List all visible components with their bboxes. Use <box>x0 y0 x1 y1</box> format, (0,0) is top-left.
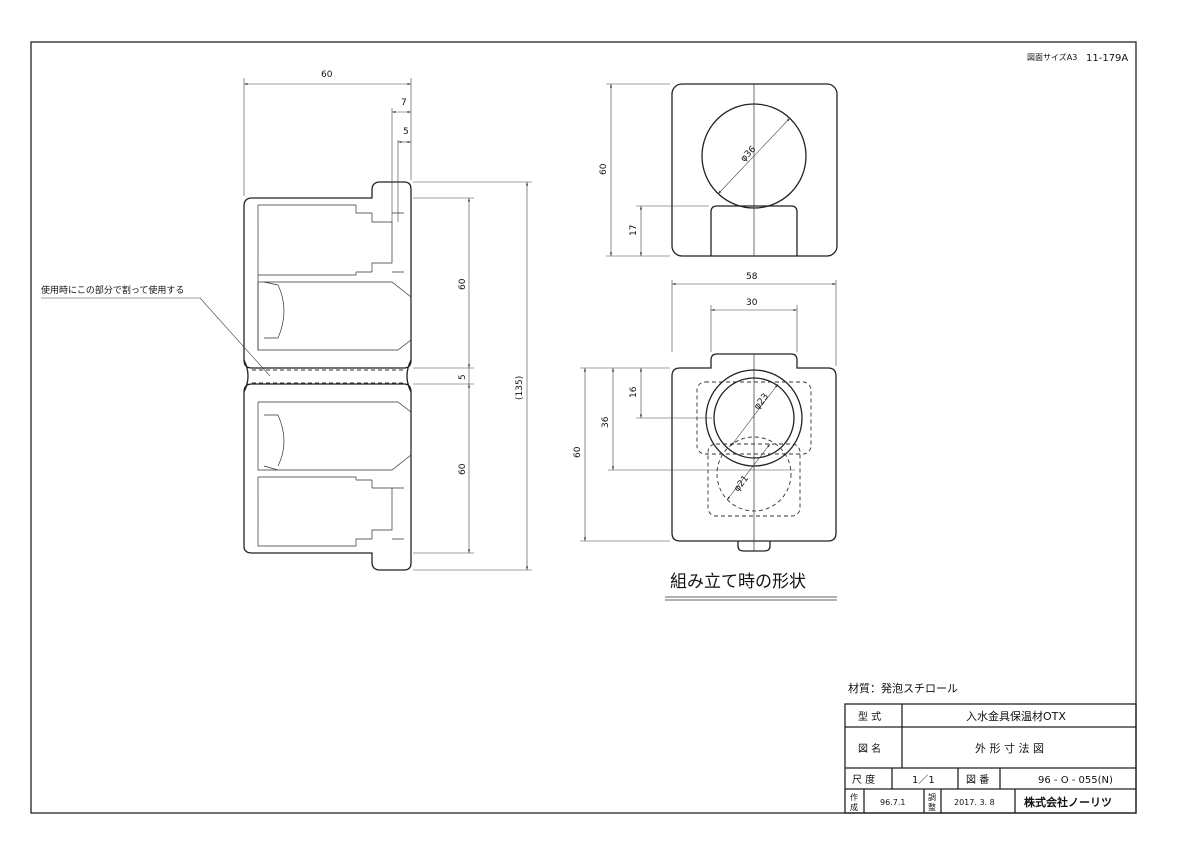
tb-name-value: 外 形 寸 法 図 <box>975 741 1044 755</box>
tb-drawing-value: 96 - O - 055(N) <box>1038 775 1113 786</box>
tb-drawing-label: 図 番 <box>966 774 989 786</box>
tb-company: 株式会社ノーリツ <box>1024 795 1112 809</box>
split-note: 使用時にこの部分で割って使用する <box>41 284 271 377</box>
tb-adjust-date: 2017. 3. 8 <box>954 798 995 807</box>
tb-adjust-label-1: 調 <box>928 792 936 802</box>
dim-bottom-36: 36 <box>601 416 611 428</box>
tb-made-label-1: 作 <box>850 792 858 802</box>
dim-left-upper: 60 <box>458 278 468 290</box>
dim-bottom-60: 60 <box>573 446 583 458</box>
sheet-size-label: 図面サイズA3 <box>1027 52 1077 62</box>
dim-top-17: 17 <box>629 225 639 236</box>
top-view: φ36 <box>671 83 838 257</box>
bottom-view: φ23 φ21 <box>671 353 837 552</box>
dim-left-lower: 60 <box>458 463 468 475</box>
sheet-frame <box>30 41 1137 814</box>
tb-model-value: 入水金具保温材OTX <box>966 709 1066 723</box>
bottom-view-dimensions: 58 30 60 36 16 <box>573 272 837 542</box>
tb-made-date: 96.7.1 <box>880 798 905 807</box>
dim-left-5: 5 <box>403 127 409 137</box>
material-label: 材質：発泡スチロール <box>848 681 958 695</box>
tb-scale-value: 1／1 <box>912 774 935 786</box>
tb-made-label-2: 成 <box>850 802 858 812</box>
side-view-dimensions: 60 7 5 60 5 60 (135) <box>243 70 532 571</box>
title-block <box>844 703 1137 814</box>
drawing-number-label: 11-179A <box>1086 53 1128 64</box>
dim-left-width: 60 <box>321 70 333 80</box>
dim-left-total: (135) <box>515 376 525 400</box>
split-note-text: 使用時にこの部分で割って使用する <box>41 284 184 296</box>
top-view-dimensions: 60 17 <box>599 83 709 257</box>
dim-top-dia: φ36 <box>739 144 758 164</box>
dim-bottom-dia21: φ21 <box>732 474 751 494</box>
tb-scale-label: 尺 度 <box>852 773 875 786</box>
dim-top-60: 60 <box>599 163 609 175</box>
dim-bottom-16: 16 <box>629 386 639 398</box>
tb-model-label: 型 式 <box>858 710 881 723</box>
dim-left-gap: 5 <box>458 374 468 380</box>
dim-bottom-58: 58 <box>746 272 758 282</box>
assembly-caption: 組み立て時の形状 <box>670 572 806 592</box>
dim-bottom-dia23: φ23 <box>752 392 771 412</box>
side-view <box>243 181 412 571</box>
dim-bottom-30: 30 <box>746 298 758 308</box>
tb-adjust-label-2: 整 <box>928 802 936 812</box>
tb-name-label: 図 名 <box>858 742 881 755</box>
dim-left-7: 7 <box>401 98 407 108</box>
